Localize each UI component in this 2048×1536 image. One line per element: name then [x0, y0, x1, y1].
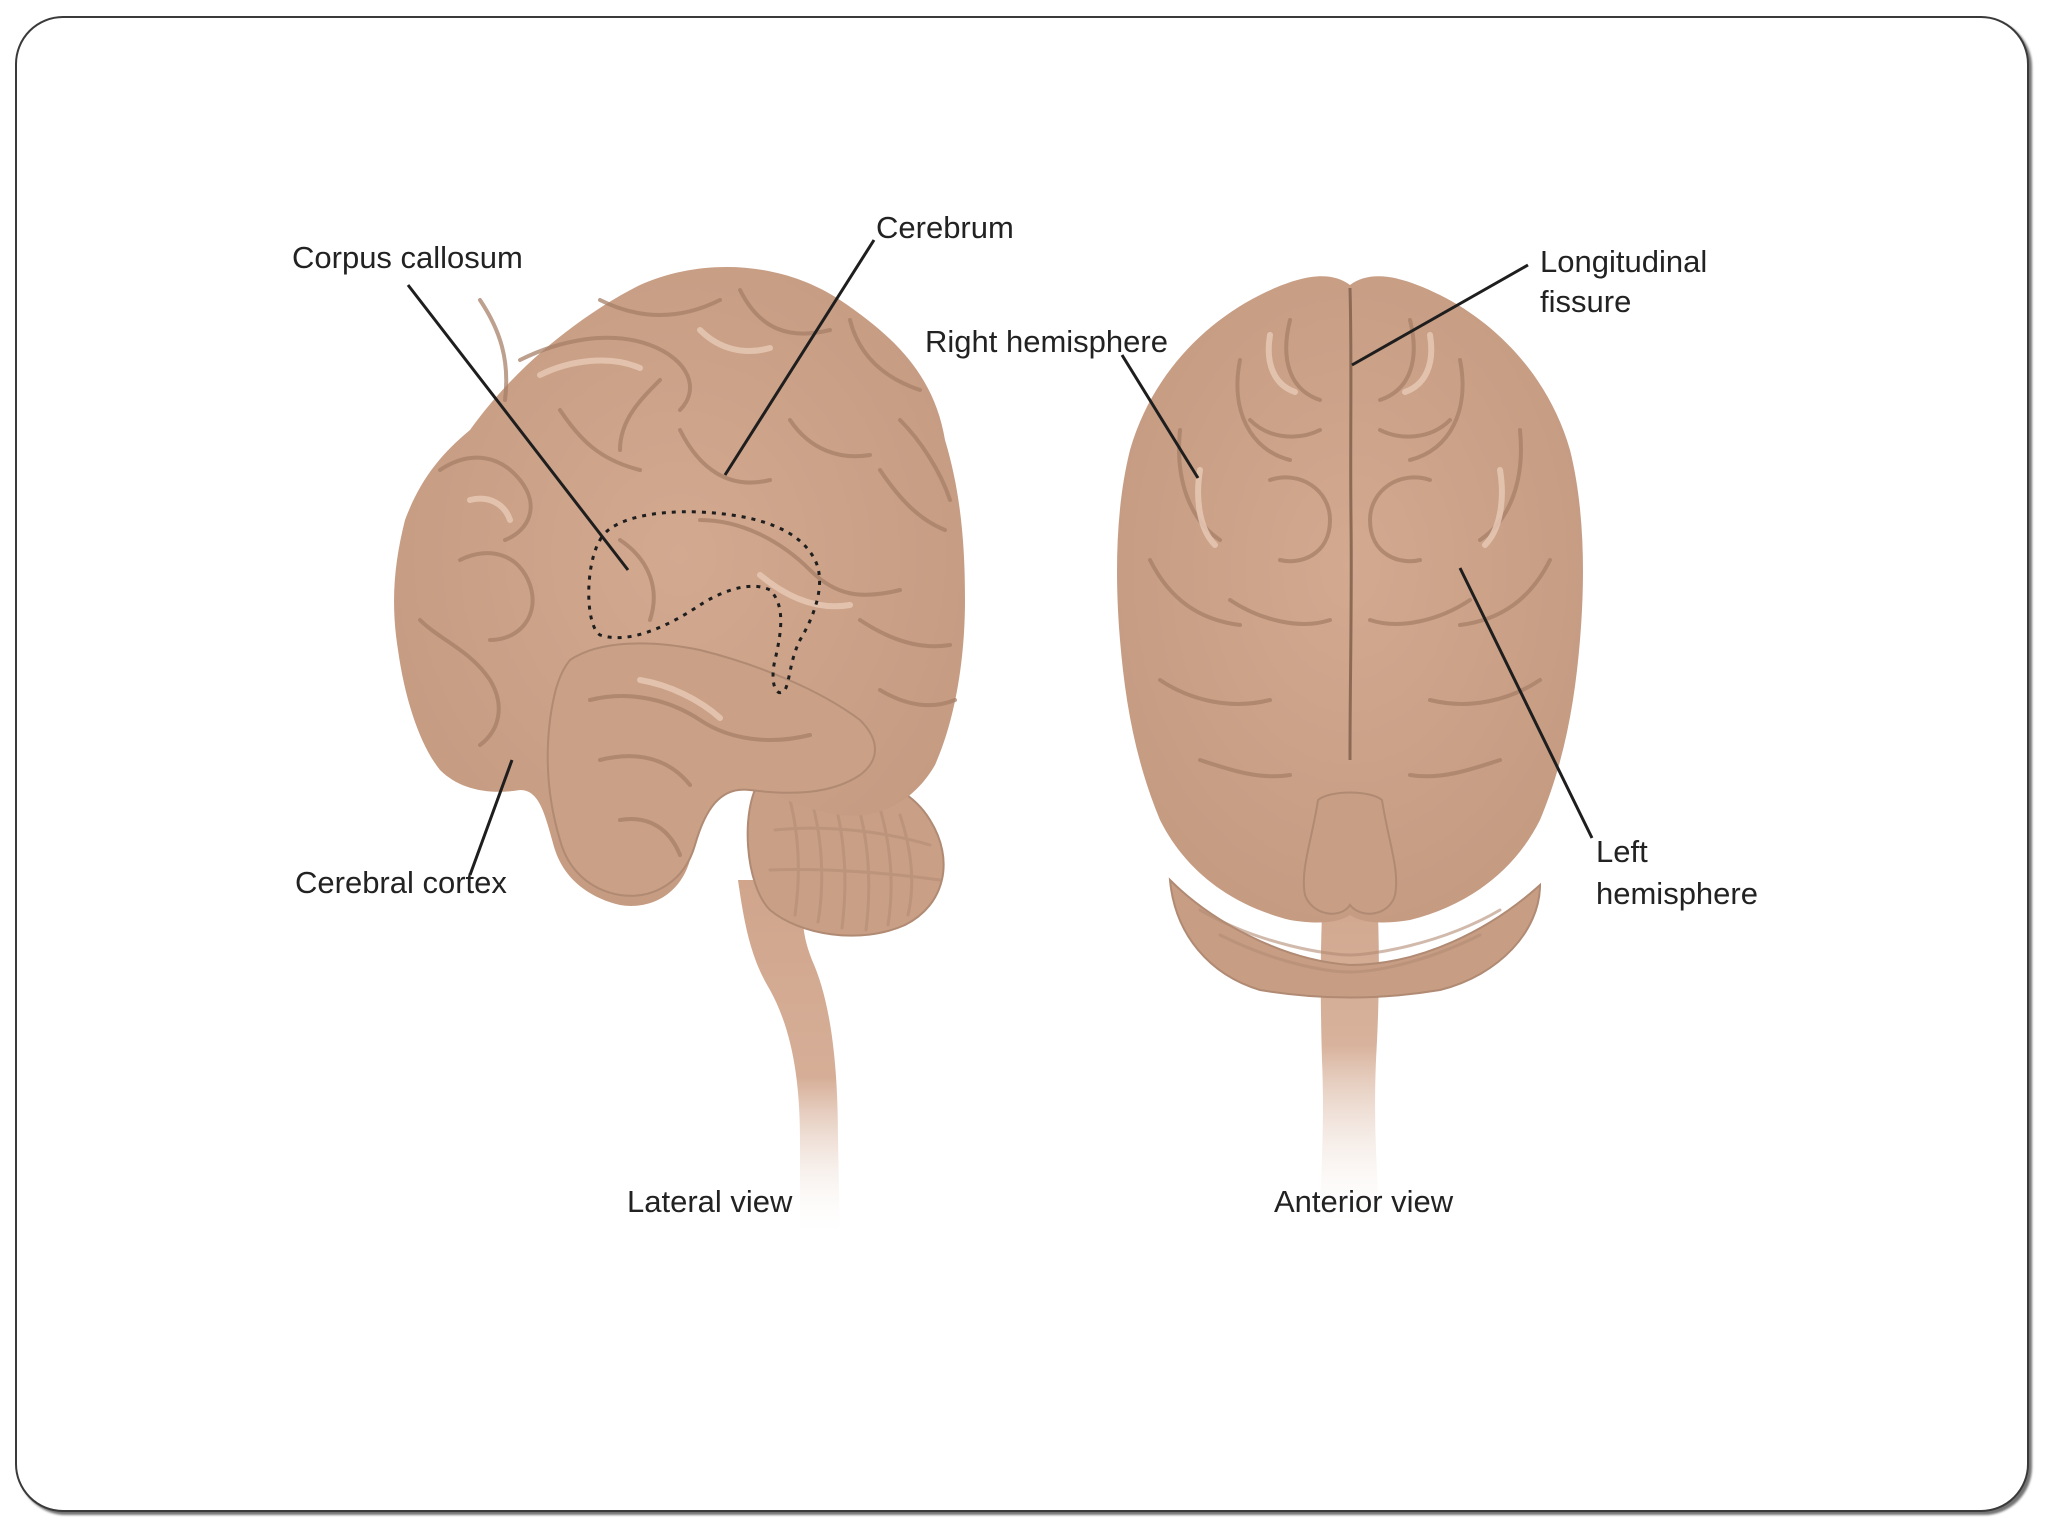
leader-longitudinal-fissure — [1351, 263, 1529, 367]
label-left-hemisphere-line2: hemisphere — [1596, 876, 1758, 911]
leader-right-hemisphere — [1120, 354, 1200, 479]
anterior-orbital-lobe — [1302, 791, 1398, 915]
label-longitudinal-fissure-line2: fissure — [1540, 284, 1631, 319]
leader-corpus-callosum — [406, 284, 630, 571]
label-right-hemisphere: Right hemisphere — [925, 324, 1168, 359]
label-cerebrum: Cerebrum — [876, 210, 1014, 245]
anterior-cerebellum — [1168, 877, 1542, 999]
label-cerebral-cortex: Cerebral cortex — [295, 865, 507, 900]
leader-cerebrum — [723, 239, 876, 476]
label-longitudinal-fissure-line1: Longitudinal — [1540, 244, 1707, 279]
caption-anterior-view: Anterior view — [1274, 1184, 1454, 1219]
labels: Corpus callosum Cerebrum Cerebral cortex… — [292, 210, 1758, 1219]
anterior-gyri — [1148, 318, 1552, 779]
lateral-gyri — [418, 288, 957, 857]
caption-lateral-view: Lateral view — [627, 1184, 793, 1219]
anterior-cerebellum-folds — [1198, 908, 1502, 974]
lateral-view-brain — [394, 266, 965, 1240]
lateral-temporal-lobe — [546, 642, 876, 897]
anterior-longitudinal-fissure-line — [1348, 287, 1353, 761]
slide-frame — [15, 16, 2029, 1512]
leader-lines — [406, 239, 1594, 876]
leader-left-hemisphere — [1458, 567, 1594, 839]
anterior-highlights — [1195, 332, 1505, 548]
label-left-hemisphere-line1: Left — [1596, 834, 1648, 869]
lateral-brainstem — [738, 880, 840, 1240]
anterior-brainstem — [1320, 860, 1380, 1230]
leader-cerebral-cortex — [468, 759, 514, 876]
lateral-highlights — [467, 327, 853, 721]
anterior-view-brain — [1117, 276, 1583, 1230]
label-corpus-callosum: Corpus callosum — [292, 240, 523, 275]
